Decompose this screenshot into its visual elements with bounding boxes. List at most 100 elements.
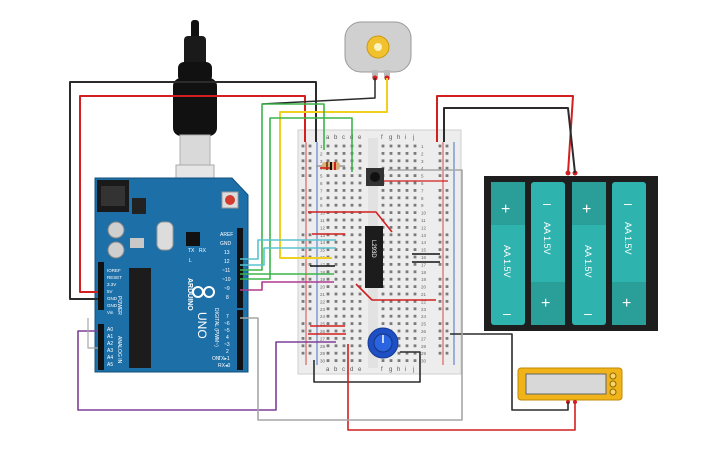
breadboard-hole [342, 329, 346, 333]
breadboard-hole [342, 359, 346, 362]
bb-col-h-bottom: h [397, 367, 400, 373]
breadboard-hole [342, 322, 346, 325]
bb-row-number: 13 [421, 233, 427, 238]
rail-hole [301, 307, 305, 311]
rail-hole [445, 351, 449, 355]
arduino-pin-aref: AREF [220, 232, 233, 238]
rail-hole [301, 203, 305, 207]
breadboard-hole [342, 203, 346, 207]
breadboard-hole [358, 314, 362, 318]
rail-hole [438, 189, 442, 192]
arduino-pin-0: RX◂0 [218, 363, 230, 369]
breadboard-hole [413, 211, 417, 214]
rail-hole [308, 307, 312, 311]
breadboard-hole [326, 218, 330, 222]
rail-hole [438, 277, 442, 281]
bb-row-number: 26 [421, 329, 427, 334]
rail-hole [445, 344, 449, 348]
breadboard-hole [381, 292, 385, 296]
breadboard-hole [342, 292, 346, 296]
breadboard-hole [397, 174, 401, 177]
arduino-pin-a3: A3 [107, 348, 113, 354]
bb-row-number: 27 [421, 336, 427, 341]
rail-hole [438, 203, 442, 207]
rail-hole [301, 344, 305, 348]
bb-row-number: 24 [320, 314, 326, 319]
breadboard-hole [389, 277, 393, 281]
arduino-pin-a4: A4 [107, 355, 113, 361]
breadboard-hole [342, 285, 346, 288]
bb-row-number: 7 [421, 188, 424, 193]
lcd-module [517, 367, 623, 404]
breadboard-hole [413, 203, 417, 207]
rail-hole [445, 307, 449, 311]
bb-row-number: 15 [421, 248, 427, 253]
battery-3-plus: + [582, 201, 591, 218]
breadboard-hole [334, 174, 338, 177]
rail-hole [308, 189, 312, 192]
breadboard-hole [405, 203, 409, 207]
arduino-pin-1: TX▸1 [218, 356, 230, 362]
breadboard-hole [389, 233, 393, 237]
breadboard-hole [358, 255, 362, 259]
breadboard-hole [405, 359, 409, 362]
rail-hole [445, 285, 449, 288]
breadboard-hole [326, 159, 330, 163]
rail-hole [308, 159, 312, 163]
arduino-pin-reset: RESET [107, 275, 122, 280]
breadboard-hole [397, 159, 401, 163]
breadboard-hole [397, 322, 401, 325]
breadboard-hole [326, 189, 330, 192]
breadboard-hole [405, 337, 409, 340]
breadboard-hole [405, 152, 409, 155]
bb-row-number: 9 [421, 203, 424, 208]
bb-row-number: 30 [320, 359, 326, 364]
bb-row-number: 25 [320, 322, 326, 327]
wire-magenta [240, 281, 334, 291]
bb-col-a: a [326, 135, 330, 141]
bb-row-number: 18 [320, 270, 326, 275]
breadboard-hole [358, 292, 362, 296]
rail-hole [308, 166, 312, 170]
breadboard-hole [397, 152, 401, 155]
breadboard-hole [413, 285, 417, 288]
rail-hole [308, 277, 312, 281]
battery-3-minus: – [584, 305, 592, 321]
breadboard-hole [397, 218, 401, 222]
breadboard-hole [413, 329, 417, 333]
bb-row-number: 27 [320, 336, 326, 341]
bb-components [310, 233, 440, 327]
breadboard-hole [350, 233, 354, 237]
breadboard-hole [342, 189, 346, 192]
bb-col-c-bottom: c [342, 367, 345, 373]
rail-hole [445, 152, 449, 155]
breadboard-hole [381, 359, 385, 362]
rail-hole [445, 166, 449, 170]
battery-2-label: AA 1.5V [542, 222, 552, 255]
wire-red-jumper-1 [308, 211, 393, 233]
breadboard-hole [381, 307, 385, 311]
arduino-pin-11: ~11 [222, 268, 230, 274]
breadboard-hole [350, 359, 354, 362]
breadboard-hole [334, 203, 338, 207]
breadboard-hole [326, 292, 330, 296]
bb-col-i: i [405, 135, 406, 141]
breadboard-hole [389, 248, 393, 251]
arduino-pin-ioref: IOREF [107, 268, 121, 273]
breadboard-hole [397, 344, 401, 348]
breadboard-hole [397, 359, 401, 362]
wire-purple [77, 330, 336, 411]
breadboard-hole [334, 351, 338, 355]
breadboard-hole [397, 189, 401, 192]
breadboard-hole [350, 337, 354, 340]
rail-hole [438, 218, 442, 222]
rail-hole [438, 255, 442, 259]
rail-hole [301, 337, 305, 340]
arduino-led-l: L [189, 258, 192, 264]
breadboard-hole [334, 144, 338, 148]
breadboard-hole [405, 240, 409, 244]
breadboard-hole [350, 174, 354, 177]
breadboard-hole [358, 181, 362, 185]
arduino-pin-a0: A0 [107, 327, 113, 333]
breadboard-hole [358, 337, 362, 340]
